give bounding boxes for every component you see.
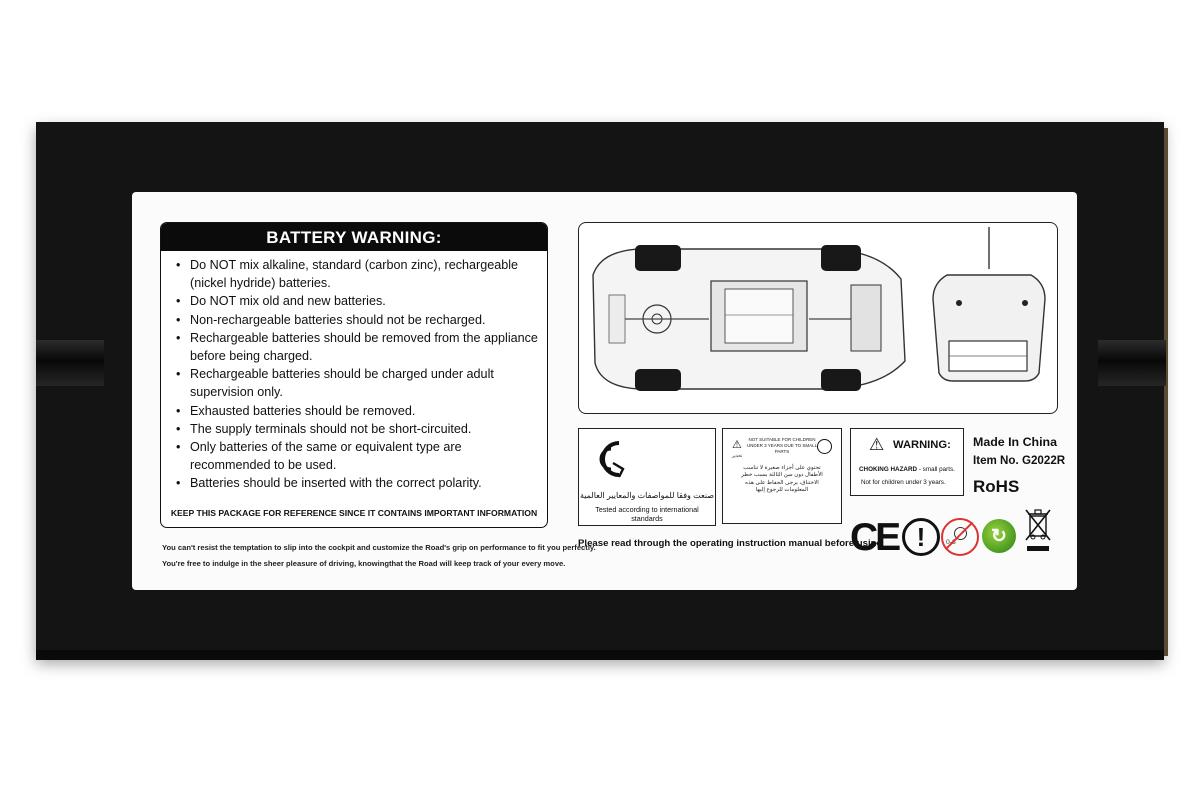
arabic-line: المعلومات للرجوع إليها	[755, 487, 809, 494]
choking-warning-title: WARNING:	[893, 439, 951, 451]
tagline-line-1: You can't resist the temptation to slip …	[162, 543, 596, 552]
tape-strip-right	[1098, 340, 1166, 386]
warning-item: Rechargeable batteries should be charged…	[176, 365, 539, 401]
warning-triangle-icon: ⚠	[869, 435, 885, 454]
made-in-text: Made In China	[973, 435, 1057, 449]
battery-warning-footer: KEEP THIS PACKAGE FOR REFERENCE SINCE IT…	[170, 508, 538, 518]
car-remote-diagram	[578, 222, 1058, 414]
warning-item: The supply terminals should not be short…	[176, 420, 539, 438]
warning-arabic-label: تحذير	[732, 453, 743, 458]
standards-english-text: Tested according to international standa…	[595, 505, 699, 523]
baby-face-icon	[954, 527, 967, 540]
warning-item: Batteries should be inserted with the co…	[176, 474, 539, 492]
crossed-bin-icon	[1025, 509, 1051, 551]
standards-panel: صنعت وفقا للمواصفات والمعايير العالمية T…	[578, 428, 716, 526]
recycle-arrows-icon: ↻	[991, 526, 1007, 547]
warning-item: Exhausted batteries should be removed.	[176, 402, 539, 420]
exclamation-icon: !	[902, 518, 940, 556]
choking-hazard-line: CHOKING HAZARD - small parts.	[859, 466, 955, 473]
warning-triangle-icon: ⚠	[732, 439, 742, 451]
small-parts-warning-panel: ⚠ تحذير NOT SUITABLE FOR CHILDREN UNDER …	[722, 428, 842, 524]
warning-item: Only batteries of the same or equivalent…	[176, 438, 539, 474]
tagline-line-2: You're free to indulge in the sheer plea…	[162, 559, 566, 568]
rohs-mark: RoHS	[973, 477, 1020, 496]
battery-warning-title: BATTERY WARNING:	[161, 223, 547, 251]
no-small-parts-icon	[817, 439, 832, 454]
warning-item: Do NOT mix alkaline, standard (carbon zi…	[176, 256, 539, 292]
age-restriction-icon: 0-3	[941, 518, 979, 556]
choking-hazard-label: CHOKING HAZARD	[859, 466, 918, 473]
warning-item: Non-rechargeable batteries should not be…	[176, 311, 539, 329]
battery-warning-box: BATTERY WARNING: Do NOT mix alkaline, st…	[160, 222, 548, 528]
box-bottom-shade	[36, 650, 1164, 660]
ce-mark-icon: CE	[850, 516, 901, 559]
choking-age-text: Not for children under 3 years.	[861, 479, 946, 486]
arabic-line: الأطفال دون سن الثالثة بسبب خطر	[741, 472, 823, 479]
green-dot-recycle-icon: ↻	[982, 519, 1016, 553]
choking-hazard-panel: ⚠ WARNING: CHOKING HAZARD - small parts.…	[850, 428, 964, 496]
small-parts-header: NOT SUITABLE FOR CHILDREN UNDER 3 YEARS …	[746, 437, 818, 454]
instruction-note: Please read through the operating instru…	[578, 538, 883, 549]
box-side-edge	[1164, 128, 1168, 656]
warning-item: Rechargeable batteries should be removed…	[176, 329, 539, 365]
arabic-line: تحتوي على أجزاء صغيرة لا تناسب	[743, 465, 821, 471]
warning-item: Do NOT mix old and new batteries.	[176, 292, 539, 310]
choking-hazard-text: - small parts.	[918, 466, 955, 473]
item-number: Item No. G2022R	[973, 454, 1066, 467]
car-underside-drawing	[592, 227, 1046, 391]
arabic-line: الاختناق، يرجى الحفاظ على هذه	[745, 479, 819, 486]
battery-warning-list: Do NOT mix alkaline, standard (carbon zi…	[161, 256, 547, 493]
tape-strip-left	[36, 340, 104, 386]
standards-arabic-text: صنعت وفقا للمواصفات والمعايير العالمية	[579, 491, 715, 500]
prohibition-bar	[944, 521, 974, 551]
conformity-mark-icon	[599, 441, 625, 478]
small-parts-arabic-lines: تحتوي على أجزاء صغيرة لا تناسب الأطفال د…	[735, 465, 829, 495]
